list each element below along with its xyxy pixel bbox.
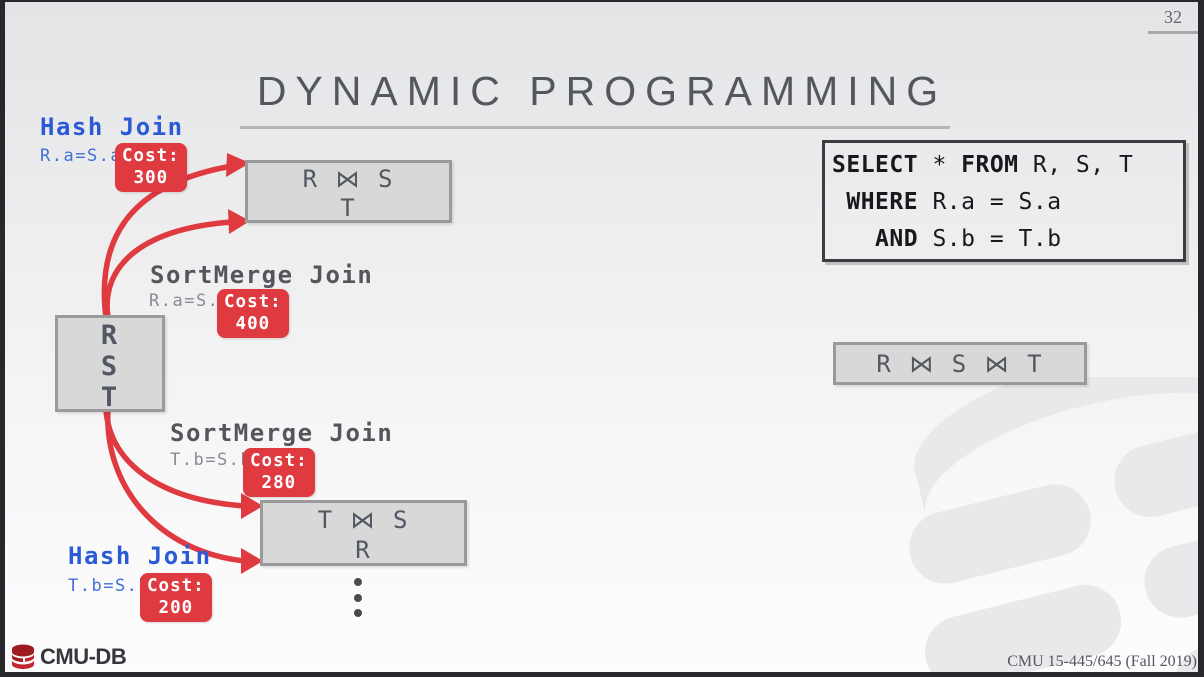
sortmerge-join-bottom-cost-badge: Cost: 280 [243,448,315,497]
cmu-db-logo-icon [12,644,34,669]
cost-label: Cost: [147,576,205,596]
hash-join-top-label: Hash Join [40,113,184,141]
plan-box-rs-join-line1: R ⋈ S [302,165,395,193]
cmu-db-logo: CMU-DB [9,643,127,671]
plan-box-ts-join-line1: T ⋈ S [317,506,410,534]
sql-line-2: WHERE R.a = S.a [846,189,1062,215]
cmu-db-logo-text: CMU-DB [40,644,127,669]
plan-box-rst-line2: S [100,351,120,382]
frame-edge-top [0,0,1204,2]
hash-join-top-cost-badge: Cost: 300 [115,143,187,192]
frame-edge-right [1198,0,1204,677]
cost-value: 400 [235,314,271,334]
ellipsis-dot [354,594,362,602]
plan-box-rst-line1: R [100,320,120,351]
plan-box-rs-join-t: R ⋈ S T [245,160,452,223]
database-watermark-icon [909,377,1204,677]
course-footer-text: CMU 15-445/645 (Fall 2019) [1007,653,1197,670]
plan-box-rs-join-line2: T [340,194,357,222]
cost-value: 200 [158,598,194,618]
hash-join-bottom-predicate: T.b=S.b [68,576,151,596]
hash-join-top-predicate: R.a=S.a [40,146,123,166]
ellipsis-dot [354,609,362,617]
cost-value: 280 [261,473,297,493]
cost-label: Cost: [224,292,282,312]
ellipsis-dot [354,578,362,586]
cost-label: Cost: [250,451,308,471]
hash-join-bottom-cost-badge: Cost: 200 [140,573,212,622]
plan-box-joined-line1: R ⋈ S ⋈ T [876,350,1044,378]
cost-value: 300 [133,168,169,188]
plan-box-r-s-t-joined: R ⋈ S ⋈ T [833,342,1087,385]
plan-box-rst-line3: T [100,382,120,413]
plan-box-rst: R S T [55,315,165,413]
sql-line-1: SELECT * FROM R, S, T [832,152,1134,178]
page-number-rule [1148,31,1198,34]
cost-label: Cost: [122,146,180,166]
plan-box-ts-join-r: T ⋈ S R [260,500,467,566]
sql-query-box: SELECT * FROM R, S, T WHERE R.a = S.a AN… [822,140,1186,262]
sortmerge-join-top-cost-badge: Cost: 400 [217,289,289,338]
sortmerge-join-top-label: SortMerge Join [150,261,374,289]
hash-join-bottom-label: Hash Join [68,542,212,570]
page-number: 32 [1164,7,1182,27]
sql-line-3: AND S.b = T.b [875,226,1062,252]
frame-edge-bottom [0,672,1204,677]
title-rule [240,126,950,129]
slide-title: DYNAMIC PROGRAMMING [256,68,948,114]
sortmerge-join-bottom-predicate: T.b=S.b [170,450,253,470]
sortmerge-join-bottom-label: SortMerge Join [170,419,394,447]
frame-edge-left [0,0,5,677]
plan-box-ts-join-line2: R [355,536,372,564]
